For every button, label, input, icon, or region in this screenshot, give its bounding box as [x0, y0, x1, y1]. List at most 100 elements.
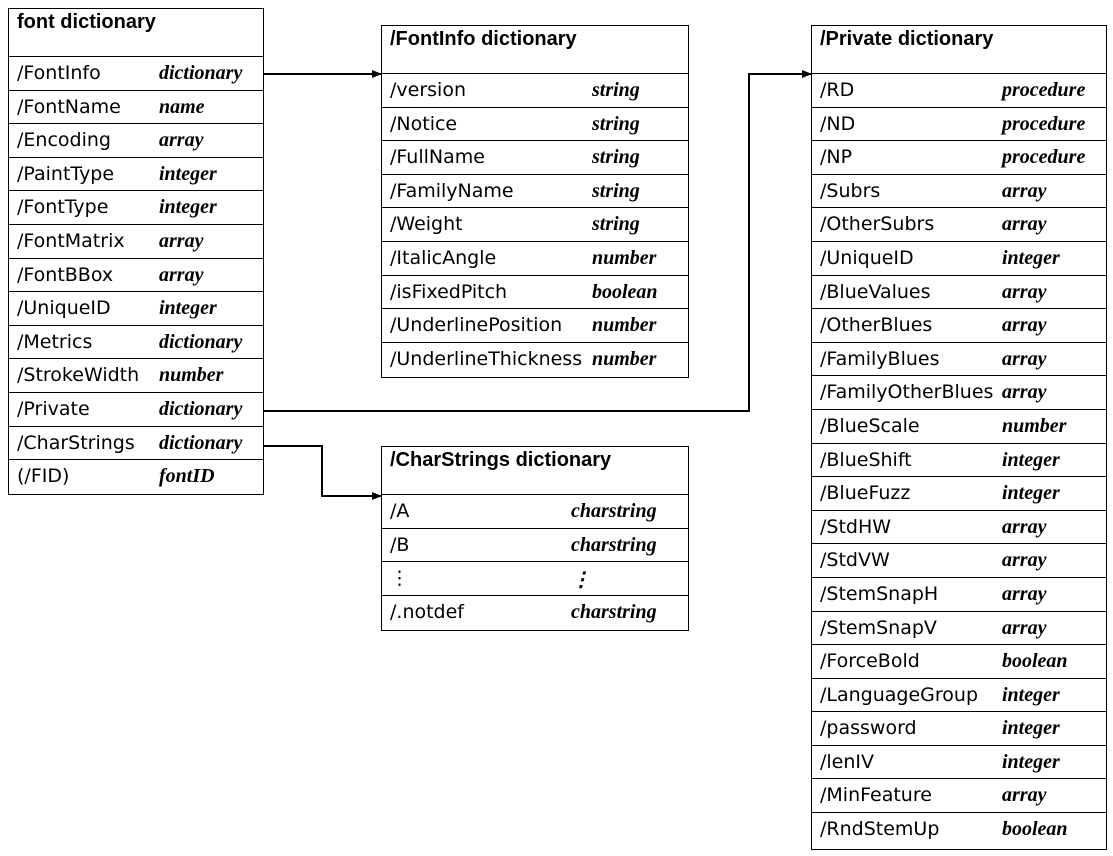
entry-type: integer [159, 297, 217, 320]
entry-type: array [1002, 347, 1047, 370]
entry-key: /FontInfo [17, 62, 101, 84]
dictionary-entry-row: /StrokeWidth number [9, 359, 263, 393]
entry-key: /ForceBold [820, 650, 920, 673]
dictionary-entry-row: /version string [382, 74, 688, 108]
entry-type: boolean [592, 280, 658, 303]
dictionary-entry-row: /OtherBlues array [812, 309, 1106, 343]
entry-key: /B [390, 533, 410, 556]
entry-key: /Weight [390, 213, 463, 236]
entry-type: dictionary [159, 397, 243, 420]
entry-key: /LanguageGroup [820, 683, 979, 706]
entry-key: /lenIV [820, 750, 875, 773]
entry-key: /BlueFuzz [820, 482, 911, 505]
entry-type: boolean [1002, 818, 1068, 841]
dictionary-entry-row: /UniqueID integer [9, 292, 263, 326]
entry-type: array [1002, 314, 1047, 337]
entry-key: /A [390, 500, 410, 522]
entry-type: number [159, 364, 224, 387]
entry-key: /Encoding [17, 129, 111, 152]
dictionary-entry-row: /FontInfo dictionary [9, 57, 263, 91]
entry-key: /OtherBlues [820, 314, 933, 337]
entry-key: /ND [820, 112, 856, 135]
entry-key: /BlueShift [820, 448, 912, 471]
dictionary-entry-row: /FullName string [382, 141, 688, 175]
entry-key: /Subrs [820, 179, 881, 202]
entry-key: /UniqueID [17, 297, 111, 320]
entry-type: procedure [1002, 79, 1086, 101]
entry-type: number [592, 314, 657, 337]
entry-type: integer [1002, 717, 1060, 740]
entry-key: /OtherSubrs [820, 213, 935, 236]
entry-key: /password [820, 717, 917, 740]
entry-type: charstring [571, 600, 657, 623]
dictionary-entry-row: /Encoding array [9, 124, 263, 158]
entry-key: /StrokeWidth [17, 364, 140, 387]
dictionary-entry-row: /StemSnapV array [812, 612, 1106, 646]
entry-type: array [1002, 582, 1047, 605]
entry-key: /version [390, 79, 466, 101]
entry-key: /FamilyName [390, 179, 514, 202]
entry-type: array [1002, 616, 1047, 639]
font-dictionary-title: font dictionary [9, 9, 263, 57]
entry-key: /Notice [390, 112, 458, 135]
entry-key: /StemSnapV [820, 616, 937, 639]
entry-type: string [592, 79, 640, 101]
entry-key: /FontMatrix [17, 229, 125, 252]
dictionary-entry-row: /NP procedure [812, 141, 1106, 175]
entry-type: fontID [159, 465, 215, 488]
entry-type: integer [1002, 482, 1060, 505]
dictionary-entry-row: /BlueFuzz integer [812, 477, 1106, 511]
entry-type: array [1002, 549, 1047, 572]
dictionary-entry-row: /FamilyName string [382, 175, 688, 209]
entry-type: string [592, 146, 640, 169]
entry-key: /isFixedPitch [390, 280, 508, 303]
dictionary-entry-row: /UnderlinePosition number [382, 309, 688, 343]
entry-key: /BlueScale [820, 414, 920, 437]
entry-type: number [592, 347, 657, 370]
entry-key: /StdHW [820, 515, 892, 538]
dictionary-entry-row: (/FID)fontID [9, 460, 263, 494]
entry-key: /Private [17, 397, 90, 420]
charstrings-dictionary-title: /CharStrings dictionary [382, 447, 688, 495]
entry-key: /FamilyOtherBlues [820, 381, 994, 404]
entry-type: procedure [1002, 112, 1086, 135]
entry-type: array [1002, 515, 1047, 538]
entry-type: array [1002, 179, 1047, 202]
entry-type: name [159, 95, 205, 118]
entry-key: /FullName [390, 146, 485, 169]
entry-type: array [1002, 381, 1047, 404]
entry-type: array [159, 129, 204, 152]
dictionary-entry-row: /lenIV integer [812, 746, 1106, 780]
entry-key: /FontBBox [17, 263, 114, 286]
entry-type: string [592, 179, 640, 202]
dictionary-entry-row: /StemSnapH array [812, 578, 1106, 612]
entry-type: dictionary [159, 431, 243, 454]
entry-key: /UnderlinePosition [390, 314, 563, 337]
entry-key: /NP [820, 146, 853, 169]
entry-type: dictionary [159, 62, 243, 84]
entry-type: procedure [1002, 146, 1086, 169]
entry-type: dictionary [159, 330, 243, 353]
entry-type: number [592, 246, 657, 269]
entry-key: /StemSnapH [820, 582, 939, 605]
entry-type: integer [1002, 750, 1060, 773]
entry-type: array [1002, 784, 1047, 807]
